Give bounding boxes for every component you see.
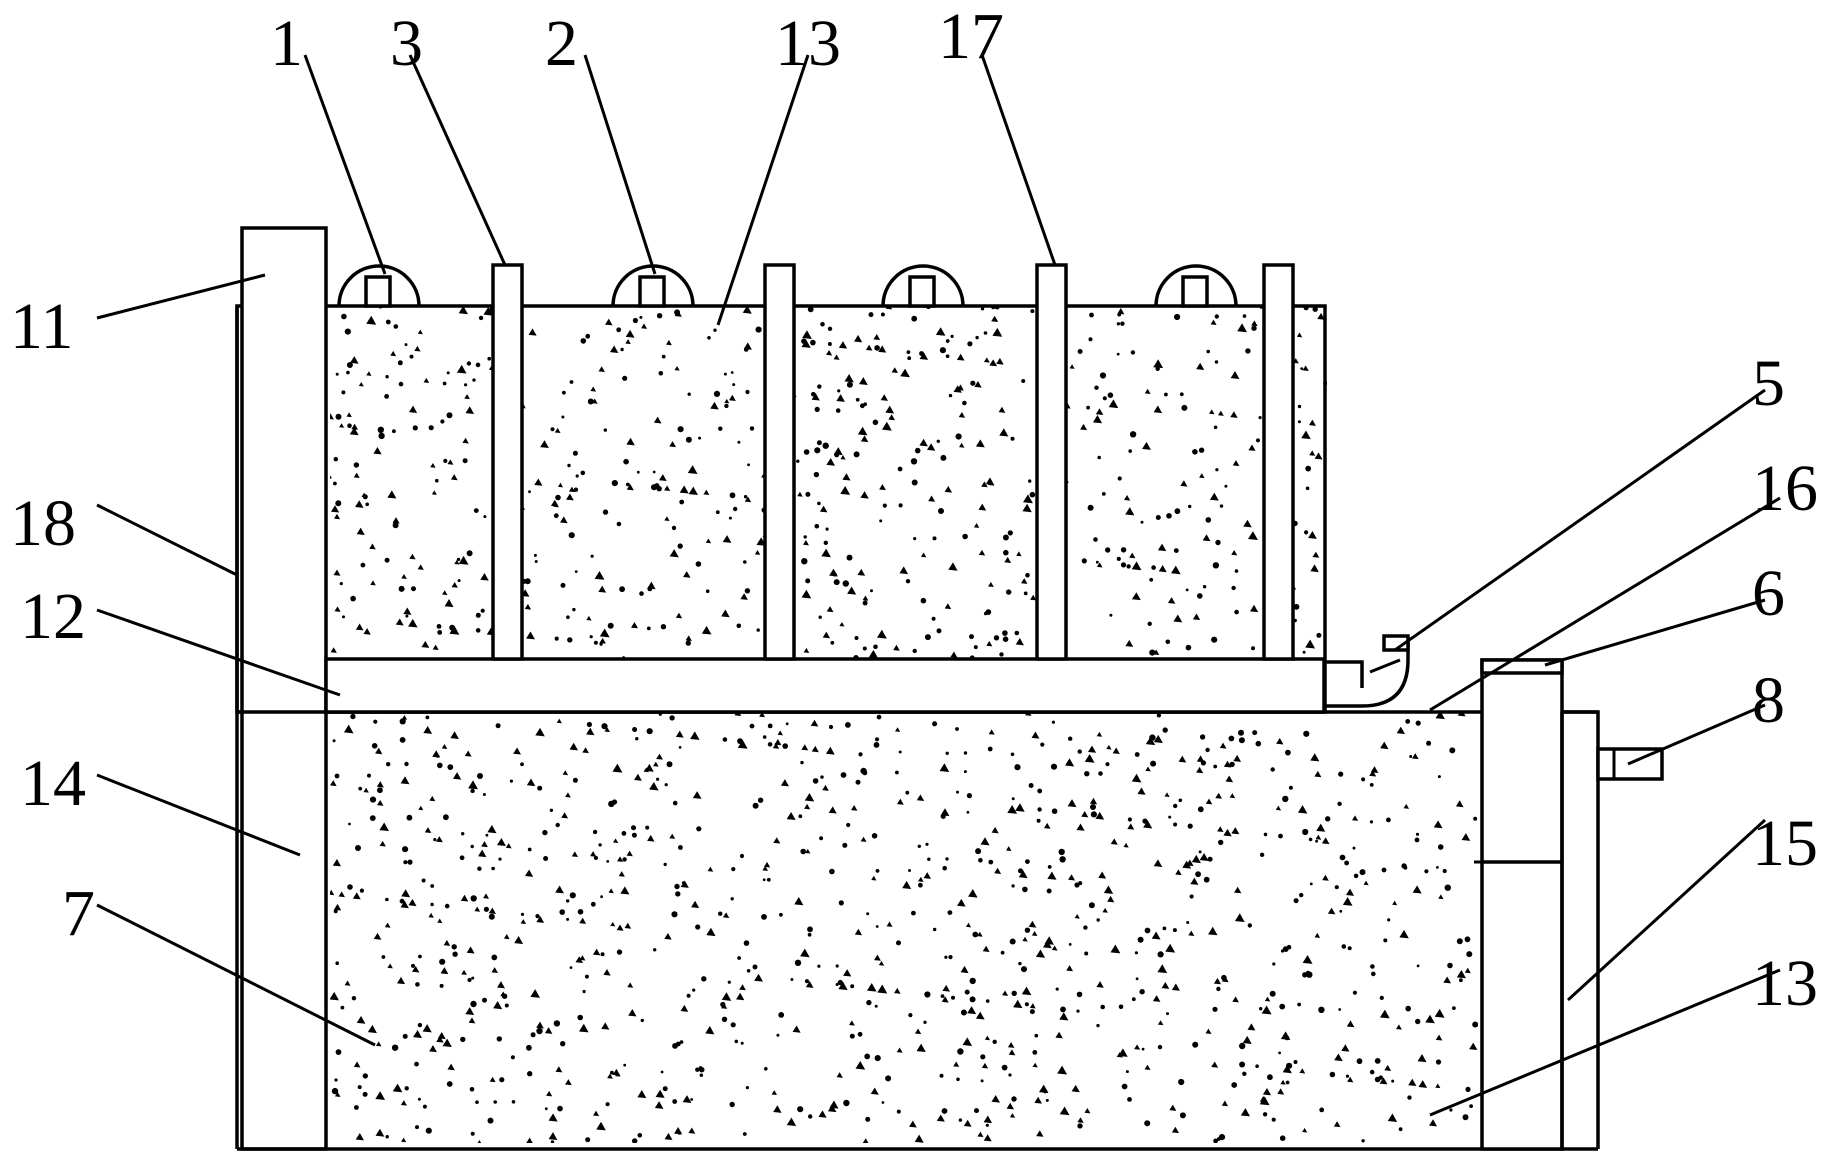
label-8: 8 xyxy=(1752,664,1785,737)
dome-nozzle-4 xyxy=(1154,264,1238,308)
leader-5 xyxy=(1394,388,1766,652)
right-outer-wall xyxy=(1560,710,1600,1149)
elbow-valve xyxy=(1324,634,1410,708)
column-cap xyxy=(1480,658,1564,675)
leader-7 xyxy=(96,903,376,1047)
label-18: 18 xyxy=(10,487,76,560)
label-11: 11 xyxy=(10,290,74,363)
right-column xyxy=(1480,658,1564,1151)
leader-18 xyxy=(96,503,238,577)
leader-17 xyxy=(980,54,1057,266)
leader-13-top xyxy=(716,54,810,326)
label-1: 1 xyxy=(270,7,303,80)
dome-nozzle-1 xyxy=(337,264,421,308)
vertical-pipe-4 xyxy=(1262,263,1295,661)
upper-fill-texture xyxy=(330,306,1327,658)
label-17: 17 xyxy=(938,0,1004,73)
leader-3 xyxy=(408,54,507,266)
label-7: 7 xyxy=(62,877,95,950)
leader-12 xyxy=(96,608,341,697)
leader-8 xyxy=(1627,703,1766,766)
leader-15 xyxy=(1566,818,1767,1002)
label-12: 12 xyxy=(20,580,86,653)
label-13-top: 13 xyxy=(775,7,841,80)
label-3: 3 xyxy=(390,7,423,80)
label-15: 15 xyxy=(1752,807,1818,880)
leader-2 xyxy=(583,54,657,275)
horizontal-pipe xyxy=(324,657,1326,714)
leader-1 xyxy=(303,54,387,275)
vertical-pipe-2 xyxy=(763,263,796,661)
leader-14 xyxy=(96,773,301,857)
label-14: 14 xyxy=(20,747,86,820)
label-2: 2 xyxy=(545,7,578,80)
dome-nozzle-3 xyxy=(881,264,965,308)
label-13-bottom: 13 xyxy=(1752,947,1818,1020)
leader-16 xyxy=(1429,496,1781,712)
leader-13-bottom xyxy=(1429,968,1781,1117)
vertical-pipe-3 xyxy=(1035,263,1068,661)
vertical-pipe-1 xyxy=(491,263,524,661)
leader-6 xyxy=(1544,598,1766,667)
leader-11 xyxy=(96,273,266,320)
left-post xyxy=(240,226,328,1151)
label-16: 16 xyxy=(1752,452,1818,525)
label-5: 5 xyxy=(1752,347,1785,420)
lower-fill-texture xyxy=(330,713,1478,1143)
label-6: 6 xyxy=(1752,557,1785,630)
